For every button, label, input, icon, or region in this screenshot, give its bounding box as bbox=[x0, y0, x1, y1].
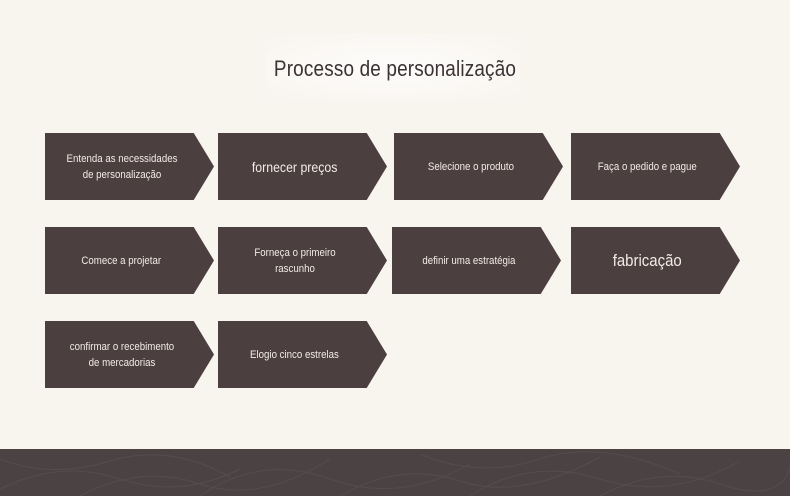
process-step-label: Faça o pedido e pague bbox=[597, 160, 698, 173]
process-step-9: confirmar o recebimento de mercadorias bbox=[45, 321, 214, 388]
title-backdrop bbox=[265, 34, 520, 100]
process-step-label: Elogio cinco estrelas bbox=[250, 348, 339, 361]
process-step-label: Comece a projetar bbox=[81, 254, 162, 267]
process-step-5: Comece a projetar bbox=[45, 227, 214, 294]
process-step-6: Forneça o primeiro rascunho bbox=[218, 227, 387, 294]
process-step-label: Entenda as necessidades de personalizaçã… bbox=[66, 152, 177, 181]
process-step-label: confirmar o recebimento de mercadorias bbox=[69, 340, 174, 369]
process-step-2: fornecer preços bbox=[218, 133, 387, 200]
process-step-label: fornecer preços bbox=[251, 158, 338, 175]
process-step-label: Forneça o primeiro rascunho bbox=[253, 246, 336, 275]
process-step-label: definir uma estratégia bbox=[421, 254, 516, 267]
process-step-7: definir uma estratégia bbox=[392, 227, 561, 294]
process-step-8: fabricação bbox=[571, 227, 740, 294]
process-step-3: Selecione o produto bbox=[394, 133, 563, 200]
process-step-4: Faça o pedido e pague bbox=[571, 133, 740, 200]
process-step-label: Selecione o produto bbox=[427, 160, 514, 173]
footer-band bbox=[0, 449, 790, 496]
process-step-label: fabricação bbox=[612, 250, 683, 270]
process-step-10: Elogio cinco estrelas bbox=[218, 321, 387, 388]
page-title: Processo de personalização bbox=[273, 56, 517, 81]
footer-pattern bbox=[0, 451, 790, 496]
process-step-1: Entenda as necessidades de personalizaçã… bbox=[45, 133, 214, 200]
